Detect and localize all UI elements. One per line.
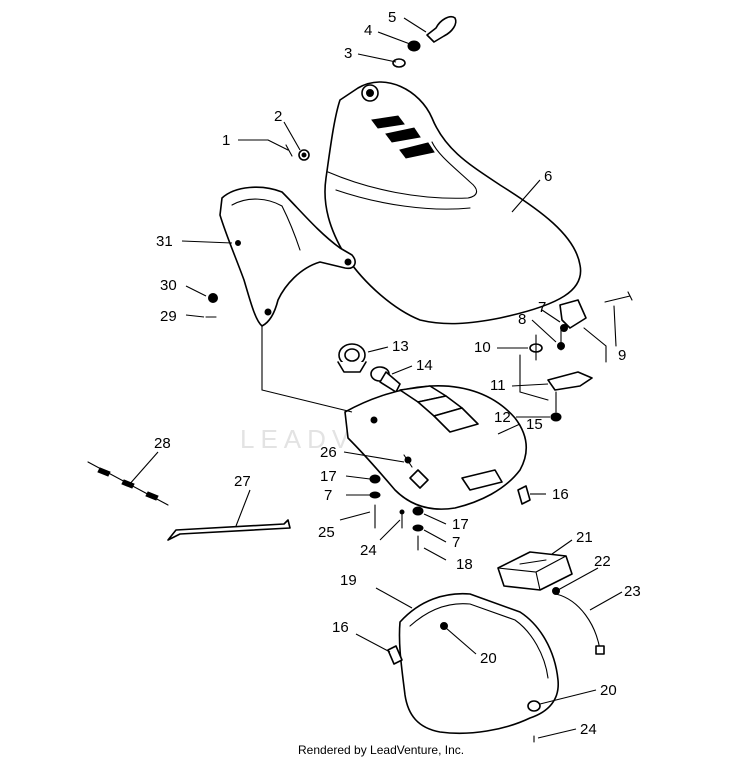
grommet-part-17 xyxy=(369,474,381,484)
callout-31: 31 xyxy=(156,233,173,250)
knob-part-5 xyxy=(426,15,457,43)
callout-12: 12 xyxy=(494,409,511,426)
callout-28: 28 xyxy=(154,435,171,452)
callout-26: 26 xyxy=(320,444,337,461)
callout-labels: 1 2 3 4 5 6 7 8 9 10 11 12 13 14 15 16 1… xyxy=(154,9,641,738)
callout-16-b: 16 xyxy=(332,619,349,636)
callout-7: 7 xyxy=(538,299,546,316)
nut-part-7 xyxy=(560,324,568,332)
callout-24: 24 xyxy=(360,542,377,559)
bolt-part-9 xyxy=(604,291,633,303)
cable-part-28 xyxy=(87,461,169,506)
callout-17-b: 17 xyxy=(452,516,469,533)
callout-10: 10 xyxy=(474,339,491,356)
callout-8: 8 xyxy=(518,311,526,328)
washer-part-7-b xyxy=(369,491,381,499)
nut-part-30 xyxy=(208,293,218,303)
bracket-part-9-upper xyxy=(559,299,587,329)
washer-part-3 xyxy=(392,58,406,68)
callout-22: 22 xyxy=(594,553,611,570)
rod-part-27 xyxy=(167,519,291,541)
nut-part-12 xyxy=(550,412,562,422)
callout-9: 9 xyxy=(618,347,626,364)
hose-part-16-b xyxy=(387,645,403,665)
callout-7-c: 7 xyxy=(452,534,460,551)
callout-15: 15 xyxy=(526,416,543,433)
callout-24-b: 24 xyxy=(580,721,597,738)
callout-4: 4 xyxy=(364,22,372,39)
tank-hardware-right xyxy=(409,469,531,551)
callout-16: 16 xyxy=(552,486,569,503)
callout-3: 3 xyxy=(344,45,352,62)
callout-21: 21 xyxy=(576,529,593,546)
callout-18: 18 xyxy=(456,556,473,573)
bracket-group-right xyxy=(519,291,633,422)
connector-part-22 xyxy=(552,587,560,595)
callout-23: 23 xyxy=(624,583,641,600)
screw-part-1 xyxy=(267,139,293,157)
bracket-part-11 xyxy=(547,371,593,391)
filler-neck-part-13 xyxy=(337,343,367,373)
washer-part-7-c xyxy=(412,524,424,532)
footer-credit: Rendered by LeadVenture, Inc. xyxy=(298,743,464,757)
fuel-tank-part-15 xyxy=(344,384,528,510)
nut-part-4 xyxy=(407,40,421,52)
callout-25: 25 xyxy=(318,524,335,541)
callout-5: 5 xyxy=(388,9,396,26)
callout-20-b: 20 xyxy=(600,682,617,699)
callout-27: 27 xyxy=(234,473,251,490)
cap-hardware-group xyxy=(392,15,457,68)
battery-tray-part-19 xyxy=(398,592,559,735)
leader-lines xyxy=(127,17,623,739)
callout-6: 6 xyxy=(544,168,552,185)
grommet-part-14 xyxy=(370,366,401,393)
callout-29: 29 xyxy=(160,308,177,325)
grommet-part-17-b xyxy=(412,506,424,516)
callout-2: 2 xyxy=(274,108,282,125)
cable-part-23 xyxy=(555,593,601,651)
callout-19: 19 xyxy=(340,572,357,589)
callout-30: 30 xyxy=(160,277,177,294)
battery-part-21 xyxy=(497,551,573,591)
callout-11: 11 xyxy=(490,377,506,394)
front-shield-part-31 xyxy=(219,186,356,327)
vent-fitting xyxy=(409,469,429,489)
screw-washer-group xyxy=(267,139,310,161)
seat-cover-part-6 xyxy=(324,81,582,325)
callout-20: 20 xyxy=(480,650,497,667)
callout-13: 13 xyxy=(392,338,409,355)
callout-14: 14 xyxy=(416,357,433,374)
callout-17: 17 xyxy=(320,468,337,485)
grommet-part-20-b xyxy=(527,700,541,712)
callout-1: 1 xyxy=(222,132,230,149)
hose-part-16 xyxy=(517,485,531,505)
callout-7-b: 7 xyxy=(324,487,332,504)
grommet-part-20 xyxy=(440,622,448,630)
